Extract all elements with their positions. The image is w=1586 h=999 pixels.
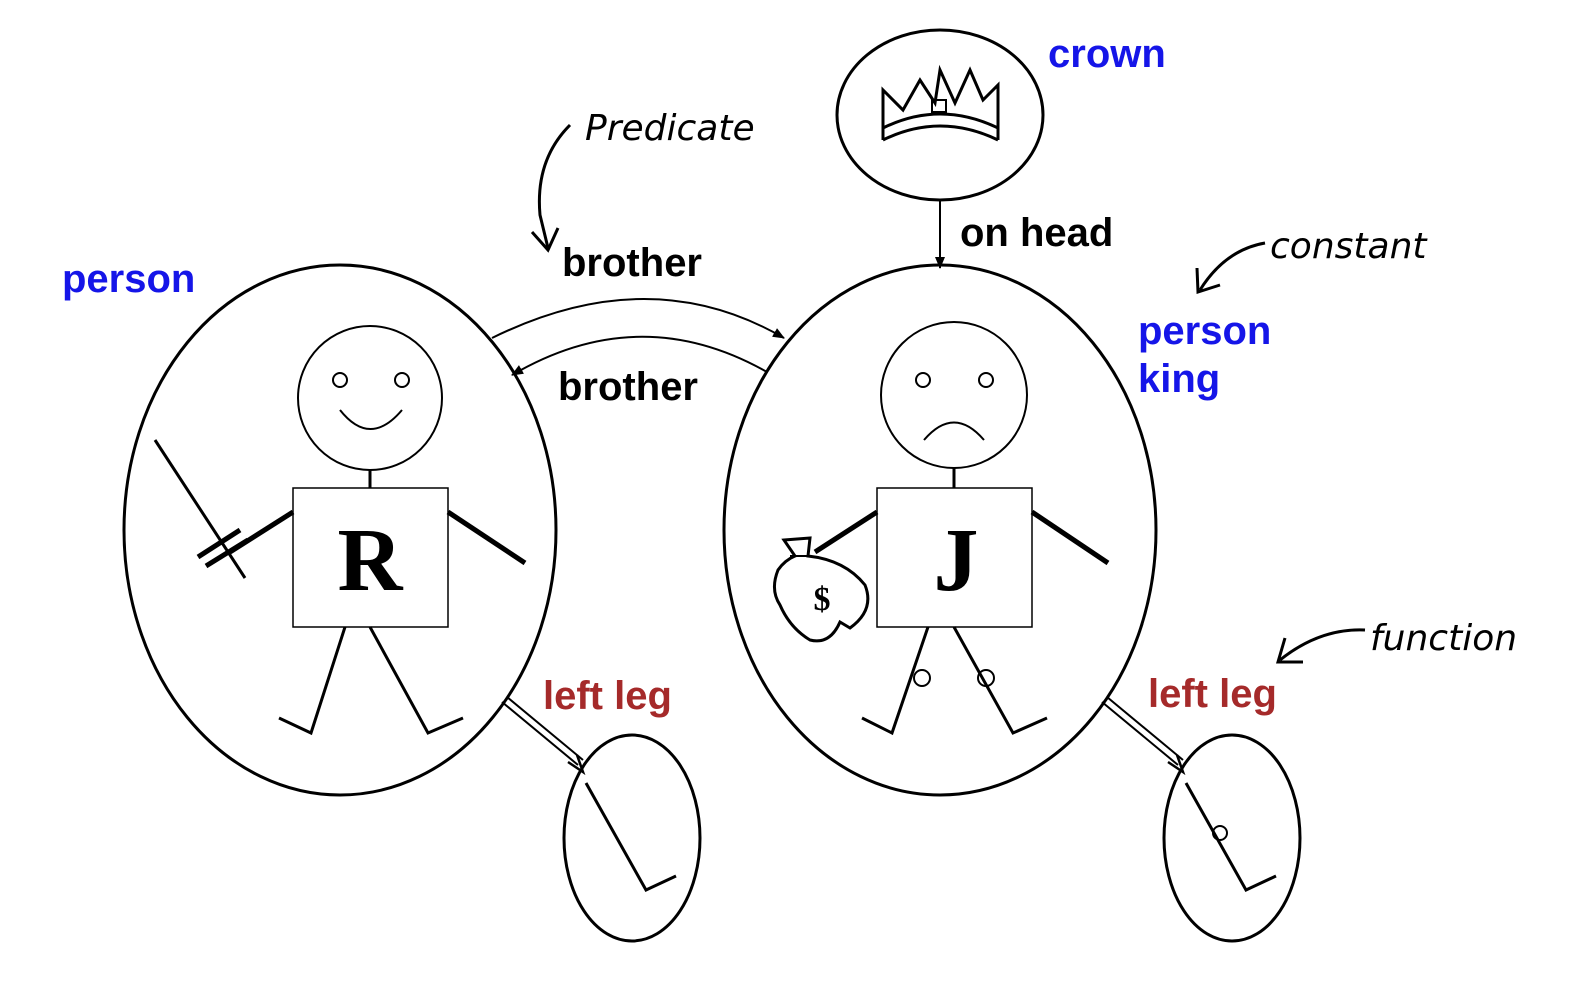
john-letter: J: [934, 511, 979, 610]
richard-ellipse: [122, 263, 558, 797]
left-leg-object-left: [562, 733, 702, 943]
constant-annotation-arrow: [1198, 241, 1266, 291]
frown-face-icon: [880, 321, 1028, 469]
brother-top-label: brother: [562, 241, 702, 285]
left-leg-object-right: [1162, 733, 1302, 943]
crown-object: [835, 28, 1045, 202]
brother-arrow-right: [491, 298, 785, 339]
left-leg-label-right: left leg: [1148, 672, 1277, 716]
person-right-label: person: [1138, 309, 1271, 353]
brother-arrow-left: [511, 335, 768, 376]
constant-annotation: constant: [1270, 226, 1428, 267]
crown-icon: [881, 64, 1000, 142]
person-left-label: person: [62, 257, 195, 301]
money-symbol: $: [814, 581, 831, 618]
predicate-annotation-arrow: [537, 123, 572, 249]
crown-label: crown: [1048, 32, 1166, 76]
left-leg-arrow-right: [1101, 696, 1186, 776]
brother-bottom-label: brother: [558, 365, 698, 409]
money-bag-icon: [773, 536, 870, 643]
john-ellipse: [722, 263, 1158, 797]
left-leg-arrow-left: [501, 696, 586, 776]
smiley-face-icon: [297, 325, 443, 471]
king-label: king: [1138, 357, 1220, 401]
john-object: J $: [722, 263, 1158, 797]
function-annotation-arrow: [1279, 628, 1366, 662]
richard-letter: R: [338, 511, 404, 610]
sword-icon: [153, 439, 250, 579]
richard-object: R: [122, 263, 558, 797]
left-leg-ellipse-left: [562, 733, 702, 943]
on-head-label: on head: [960, 211, 1113, 255]
left-leg-ellipse-right: [1162, 733, 1302, 943]
predicate-annotation: Predicate: [585, 108, 755, 149]
left-leg-label-left: left leg: [543, 674, 672, 718]
function-annotation: function: [1370, 618, 1517, 659]
